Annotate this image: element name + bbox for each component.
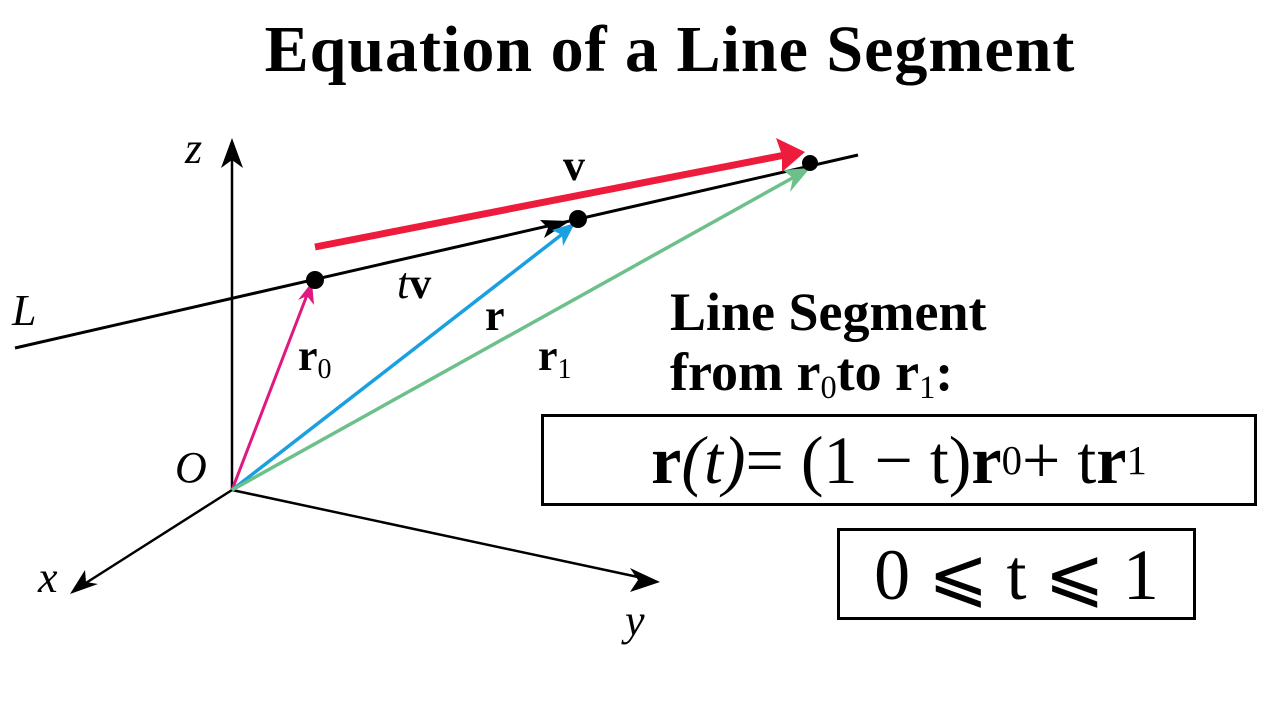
origin-label: O	[175, 443, 207, 492]
z-axis-arrowhead	[221, 138, 243, 168]
vector-r0	[230, 294, 309, 491]
tv-arrowhead	[540, 220, 570, 238]
vector-v	[314, 151, 786, 251]
z-axis-label: z	[184, 124, 202, 173]
line-L-label: L	[11, 286, 36, 335]
x-axis-label: x	[37, 553, 58, 602]
vector-r1	[231, 174, 797, 492]
vector-r-arrowhead	[552, 223, 575, 246]
vector-r-label: r	[485, 291, 505, 340]
y-axis-label: y	[621, 596, 645, 645]
line-diagram: z x y O L v tv r r0 r1	[11, 124, 859, 645]
vector-v-label: v	[563, 141, 585, 190]
axes	[77, 145, 653, 590]
y-axis-arrowhead	[630, 568, 660, 592]
point-r	[569, 210, 587, 228]
x-axis-arrowhead	[70, 570, 98, 594]
segment-from-line: from r0to r1:	[670, 342, 954, 407]
vector-tv-label: tv	[397, 259, 431, 308]
vector-r0-label: r0	[298, 331, 332, 385]
vector-r1-label: r1	[538, 331, 572, 385]
line-L	[14, 153, 859, 350]
y-axis	[231, 488, 653, 582]
point-r0	[306, 271, 324, 289]
x-axis	[77, 488, 233, 590]
vector-v-arrowhead	[776, 138, 805, 172]
constraint-box: 0 ⩽ t ⩽ 1	[837, 528, 1196, 620]
point-r1	[802, 155, 818, 171]
vector-r1-arrowhead	[783, 168, 810, 192]
vector-r0-arrowhead	[298, 282, 314, 305]
page-title: Equation of a Line Segment	[264, 13, 1076, 86]
vector-r	[230, 230, 567, 492]
segment-heading: Line Segment	[670, 282, 987, 342]
